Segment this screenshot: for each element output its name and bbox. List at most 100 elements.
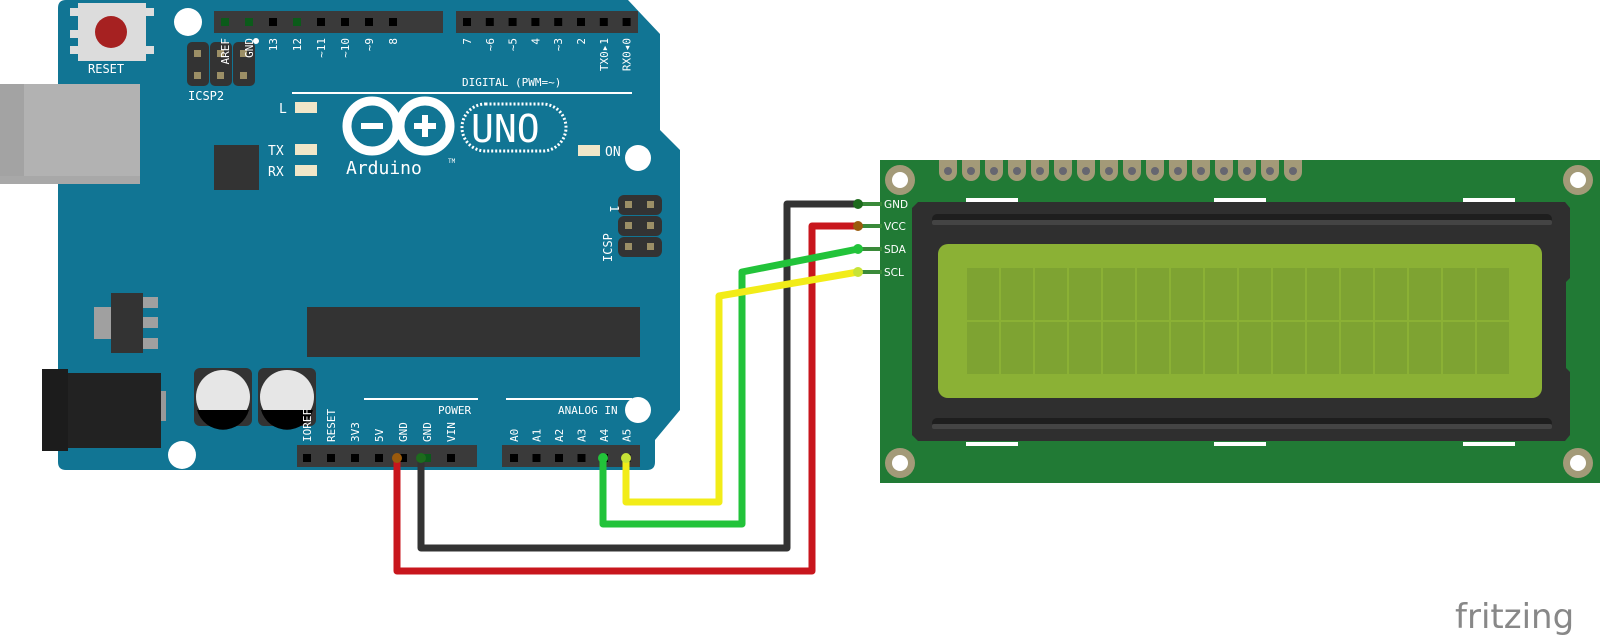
- lcd-character-cell: [1001, 322, 1033, 374]
- analog-pin-label: A2: [553, 429, 566, 442]
- digital-pin-label: ~10: [339, 38, 352, 58]
- power-pin[interactable]: [399, 454, 407, 462]
- power-header-label: POWER: [438, 404, 471, 417]
- power-pin[interactable]: [303, 454, 311, 462]
- digital-pin-label: 7: [461, 38, 474, 45]
- digital-pin-label: 13: [267, 38, 280, 51]
- digital-pin[interactable]: [245, 18, 253, 26]
- digital-header-right: [456, 11, 638, 33]
- digital-pin[interactable]: [221, 18, 229, 26]
- digital-pin-label: 12: [291, 38, 304, 51]
- digital-header-label: DIGITAL (PWM=~): [462, 76, 561, 89]
- digital-pin-label: 2: [575, 38, 588, 45]
- lcd-character-cell: [1137, 322, 1169, 374]
- lcd-character-cell: [1001, 268, 1033, 320]
- analog-pin[interactable]: [555, 454, 563, 462]
- wires: [392, 199, 863, 575]
- lcd-character-cell: [1375, 322, 1407, 374]
- digital-pin-label: ~6: [484, 38, 497, 51]
- power-pin-label: GND: [421, 422, 434, 442]
- wire-a5-scl[interactable]: [622, 268, 859, 506]
- lcd-character-cell: [1205, 322, 1237, 374]
- lcd-pin-label: VCC: [884, 221, 906, 233]
- power-pin[interactable]: [375, 454, 383, 462]
- digital-pin[interactable]: [365, 18, 373, 26]
- power-pin[interactable]: [423, 454, 431, 462]
- analog-pin[interactable]: [532, 454, 541, 462]
- lcd-character-cell: [1477, 322, 1509, 374]
- mounting-hole: [885, 448, 915, 478]
- digital-pin[interactable]: [508, 18, 517, 26]
- dc-power-jack: [42, 369, 166, 451]
- digital-pin[interactable]: [317, 18, 325, 26]
- digital-pin-label: ~3: [552, 38, 565, 51]
- digital-pin-label: ~11: [315, 38, 328, 58]
- analog-pin-label: A4: [598, 428, 611, 442]
- power-pin[interactable]: [447, 454, 455, 462]
- analog-pin-label: A5: [621, 429, 634, 442]
- lcd-character-cell: [1171, 268, 1203, 320]
- microcontroller-chip: [307, 307, 640, 357]
- lcd-character-cell: [967, 322, 999, 374]
- svg-text:L: L: [279, 102, 287, 117]
- digital-pin[interactable]: [269, 18, 277, 26]
- led-rx: RX: [268, 165, 317, 180]
- power-pin[interactable]: [327, 454, 335, 462]
- digital-pin[interactable]: [293, 18, 301, 26]
- reset-label: RESET: [88, 62, 124, 76]
- digital-pin[interactable]: [485, 18, 494, 26]
- lcd-character-cell: [1137, 268, 1169, 320]
- lcd-character-cell: [1239, 268, 1271, 320]
- digital-pin[interactable]: [531, 18, 540, 26]
- digital-pin-label: 4: [529, 38, 542, 45]
- mounting-hole: [625, 397, 651, 423]
- power-pin[interactable]: [351, 454, 359, 462]
- wire-gnd-gnd[interactable]: [417, 200, 858, 552]
- wire-a4-sda[interactable]: [599, 245, 859, 528]
- digital-pin[interactable]: [554, 18, 563, 26]
- digital-pin-label: TX0▸1: [598, 38, 611, 71]
- analog-pin-label: A0: [508, 429, 521, 442]
- analog-pin[interactable]: [577, 454, 586, 462]
- lcd-character-cell: [1273, 268, 1305, 320]
- mounting-hole: [168, 441, 196, 469]
- svg-text:TM: TM: [448, 158, 456, 165]
- digital-pin-label: ~9: [363, 38, 376, 51]
- mounting-hole: [1563, 165, 1593, 195]
- digital-pin-label: GND: [243, 38, 256, 58]
- lcd-character-cell: [1375, 268, 1407, 320]
- lcd-character-cell: [967, 268, 999, 320]
- digital-pin[interactable]: [577, 18, 585, 26]
- wire-5v-vcc[interactable]: [393, 222, 858, 575]
- lcd-character-cell: [1409, 322, 1441, 374]
- fritzing-watermark: fritzing: [1455, 597, 1574, 637]
- lcd-character-cell: [1341, 322, 1373, 374]
- digital-pin[interactable]: [463, 18, 471, 26]
- mounting-hole: [625, 145, 651, 171]
- lcd-pin-label: SCL: [884, 267, 904, 279]
- analog-pin[interactable]: [510, 454, 518, 462]
- digital-pin-label: ~5: [507, 38, 520, 51]
- icsp2-header: [187, 38, 259, 86]
- lcd-character-cell: [1239, 322, 1271, 374]
- digital-pin[interactable]: [599, 18, 608, 26]
- digital-pin[interactable]: [389, 18, 397, 26]
- power-pin-label: RESET: [325, 409, 338, 442]
- lcd-screen: [938, 244, 1542, 398]
- lcd-character-cell: [1035, 322, 1067, 374]
- mounting-hole: [885, 165, 915, 195]
- lcd-character-cell: [1103, 322, 1135, 374]
- svg-text:TX: TX: [268, 144, 284, 159]
- analog-pin-label: A3: [576, 429, 589, 442]
- lcd-character-cell: [1103, 268, 1135, 320]
- digital-pin[interactable]: [622, 18, 631, 26]
- power-pin-label: GND: [397, 422, 410, 442]
- capacitor: [194, 368, 252, 430]
- reset-button[interactable]: [70, 3, 154, 61]
- lcd-pin-label: GND: [884, 199, 908, 211]
- svg-text:RX: RX: [268, 165, 284, 180]
- lcd-character-cell: [1069, 268, 1101, 320]
- digital-pin[interactable]: [341, 18, 349, 26]
